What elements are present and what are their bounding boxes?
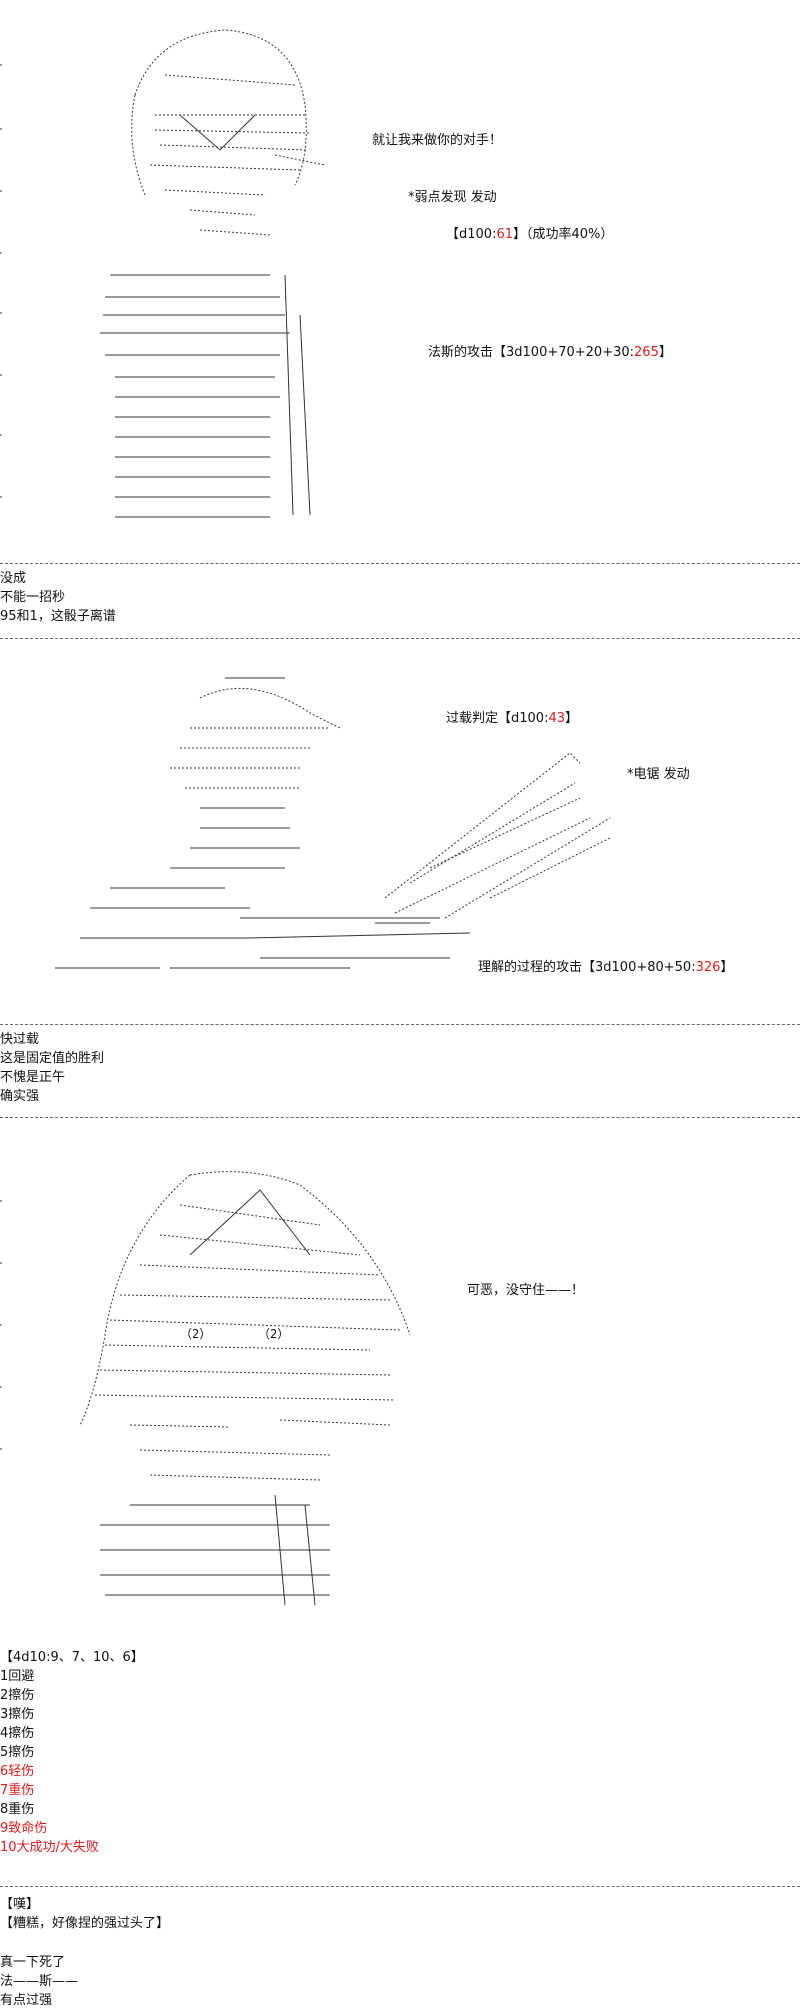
girl-speech-line: 可恶，没守住——！: [467, 1283, 585, 1298]
damage-table-row: 4擦伤: [0, 1726, 35, 1741]
damage-table-row: 1回避: [0, 1669, 35, 1684]
damage-table-row: 6轻伤: [0, 1764, 35, 1779]
weakness-skill-line: *弱点发现 发动: [408, 190, 497, 205]
attack-prefix: 理解的过程的攻击【3d100+80+50:: [478, 960, 696, 975]
margin-dot: [0, 1200, 2, 1202]
margin-dot: [0, 252, 2, 254]
margin-dot: [0, 434, 2, 436]
divider: [0, 1024, 800, 1025]
understanding-attack-line: 理解的过程的攻击【3d100+80+50:326】: [478, 959, 733, 977]
damage-table: 1回避 2擦伤 3擦伤 4擦伤 5擦伤 6轻伤 7重伤 8重伤 9致命伤 10大成功/大失败: [0, 1668, 99, 1858]
overload-roll-line: 过载判定【d100:43】: [446, 710, 578, 728]
fas-attack-line: 法斯的攻击【3d100+70+20+30:265】: [428, 344, 672, 362]
comment-line: 95和1，这骰子离谱: [0, 609, 116, 624]
comment-line: 没成: [0, 571, 27, 586]
margin-dot: [0, 1262, 2, 1264]
damage-roll-header: 【4d10:9、7、10、6】: [0, 1650, 144, 1665]
damage-table-row: 10大成功/大失败: [0, 1840, 99, 1855]
margin-dot: [0, 64, 2, 66]
margin-dot: [0, 128, 2, 130]
roll-value: 61: [496, 227, 513, 242]
damage-table-row: 7重伤: [0, 1783, 35, 1798]
ending-line: 【嘆】: [0, 1897, 40, 1912]
comment-line: 确实强: [0, 1089, 40, 1104]
right-eye: （2）: [258, 1327, 290, 1341]
damage-table-row: 8重伤: [0, 1802, 35, 1817]
margin-dot: [0, 1386, 2, 1388]
attack-prefix: 法斯的攻击【3d100+70+20+30:: [428, 345, 635, 360]
damage-table-row: 9致命伤: [0, 1821, 48, 1836]
attack-suffix: 】: [658, 345, 672, 360]
margin-dot: [0, 1324, 2, 1326]
margin-dot: [0, 496, 2, 498]
roll-suffix: 】（成功率40%）: [513, 227, 614, 242]
ascii-art-figure-girl: （2） （2）: [80, 1165, 420, 1610]
comment-line: 这是固定值的胜利: [0, 1051, 105, 1066]
fas-speech-line: 就让我来做你的对手！: [372, 133, 503, 148]
ending-line: 真一下死了: [0, 1955, 66, 1970]
ascii-art-figure-fas: [95, 15, 345, 535]
overload-value: 43: [548, 711, 565, 726]
ascii-art-figure-chainsaw: [50, 668, 650, 998]
attack-suffix: 】: [720, 960, 734, 975]
roll-prefix: 【d100:: [446, 227, 497, 242]
chainsaw-skill-line: *电锯 发动: [627, 767, 690, 782]
overload-prefix: 过载判定【d100:: [446, 711, 549, 726]
divider: [0, 1117, 800, 1118]
d100-roll-line: 【d100:61】（成功率40%）: [446, 226, 613, 244]
divider: [0, 1886, 800, 1887]
attack-value: 326: [695, 960, 721, 975]
margin-dot: [0, 190, 2, 192]
ending-line: 有点过强: [0, 1993, 53, 2008]
damage-table-row: 5擦伤: [0, 1745, 35, 1760]
damage-table-row: 3擦伤: [0, 1707, 35, 1722]
divider: [0, 638, 800, 639]
comment-line: 快过载: [0, 1032, 40, 1047]
comment-line: 不愧是正午: [0, 1070, 66, 1085]
left-eye: （2）: [180, 1327, 212, 1341]
margin-dot: [0, 374, 2, 376]
ending-line: 法——斯——: [0, 1974, 79, 1989]
overload-suffix: 】: [565, 711, 579, 726]
divider: [0, 563, 800, 564]
damage-table-row: 2擦伤: [0, 1688, 35, 1703]
margin-dot: [0, 312, 2, 314]
margin-dot: [0, 1448, 2, 1450]
attack-value: 265: [634, 345, 659, 360]
comment-line: 不能一招秒: [0, 590, 66, 605]
ending-line: 【糟糕，好像捏的强过头了】: [0, 1916, 170, 1931]
